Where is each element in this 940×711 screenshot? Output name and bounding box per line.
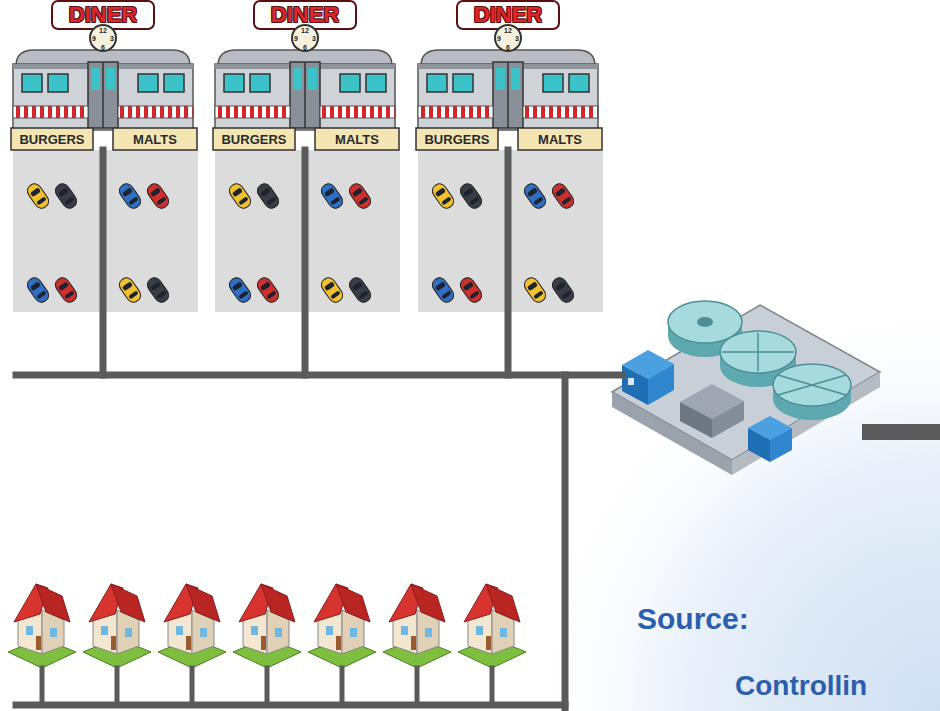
clock-number: 3 — [110, 35, 114, 42]
menu-sign: BURGERS — [221, 133, 286, 146]
clock-number: 6 — [101, 44, 105, 51]
clock-number: 6 — [303, 44, 307, 51]
diner-sign: DINER — [69, 4, 137, 26]
clock-number: 9 — [92, 35, 96, 42]
treatment-plant — [612, 301, 880, 475]
menu-sign: BURGERS — [424, 133, 489, 146]
clock-number: 12 — [504, 27, 512, 34]
clock-number: 12 — [301, 27, 309, 34]
source-label: Source: — [637, 604, 749, 634]
clock-number: 3 — [515, 35, 519, 42]
menu-sign: MALTS — [538, 133, 582, 146]
menu-sign: MALTS — [335, 133, 379, 146]
houses — [8, 584, 526, 668]
sewer-pipes — [16, 150, 940, 711]
menu-sign: BURGERS — [19, 133, 84, 146]
diner-sign: DINER — [474, 4, 542, 26]
clock-number: 12 — [99, 27, 107, 34]
menu-sign: MALTS — [133, 133, 177, 146]
clock-number: 3 — [312, 35, 316, 42]
clock-number: 9 — [497, 35, 501, 42]
source-title: Controllin — [735, 672, 867, 700]
diner-sign: DINER — [271, 4, 339, 26]
clock-number: 9 — [294, 35, 298, 42]
clock-number: 6 — [506, 44, 510, 51]
